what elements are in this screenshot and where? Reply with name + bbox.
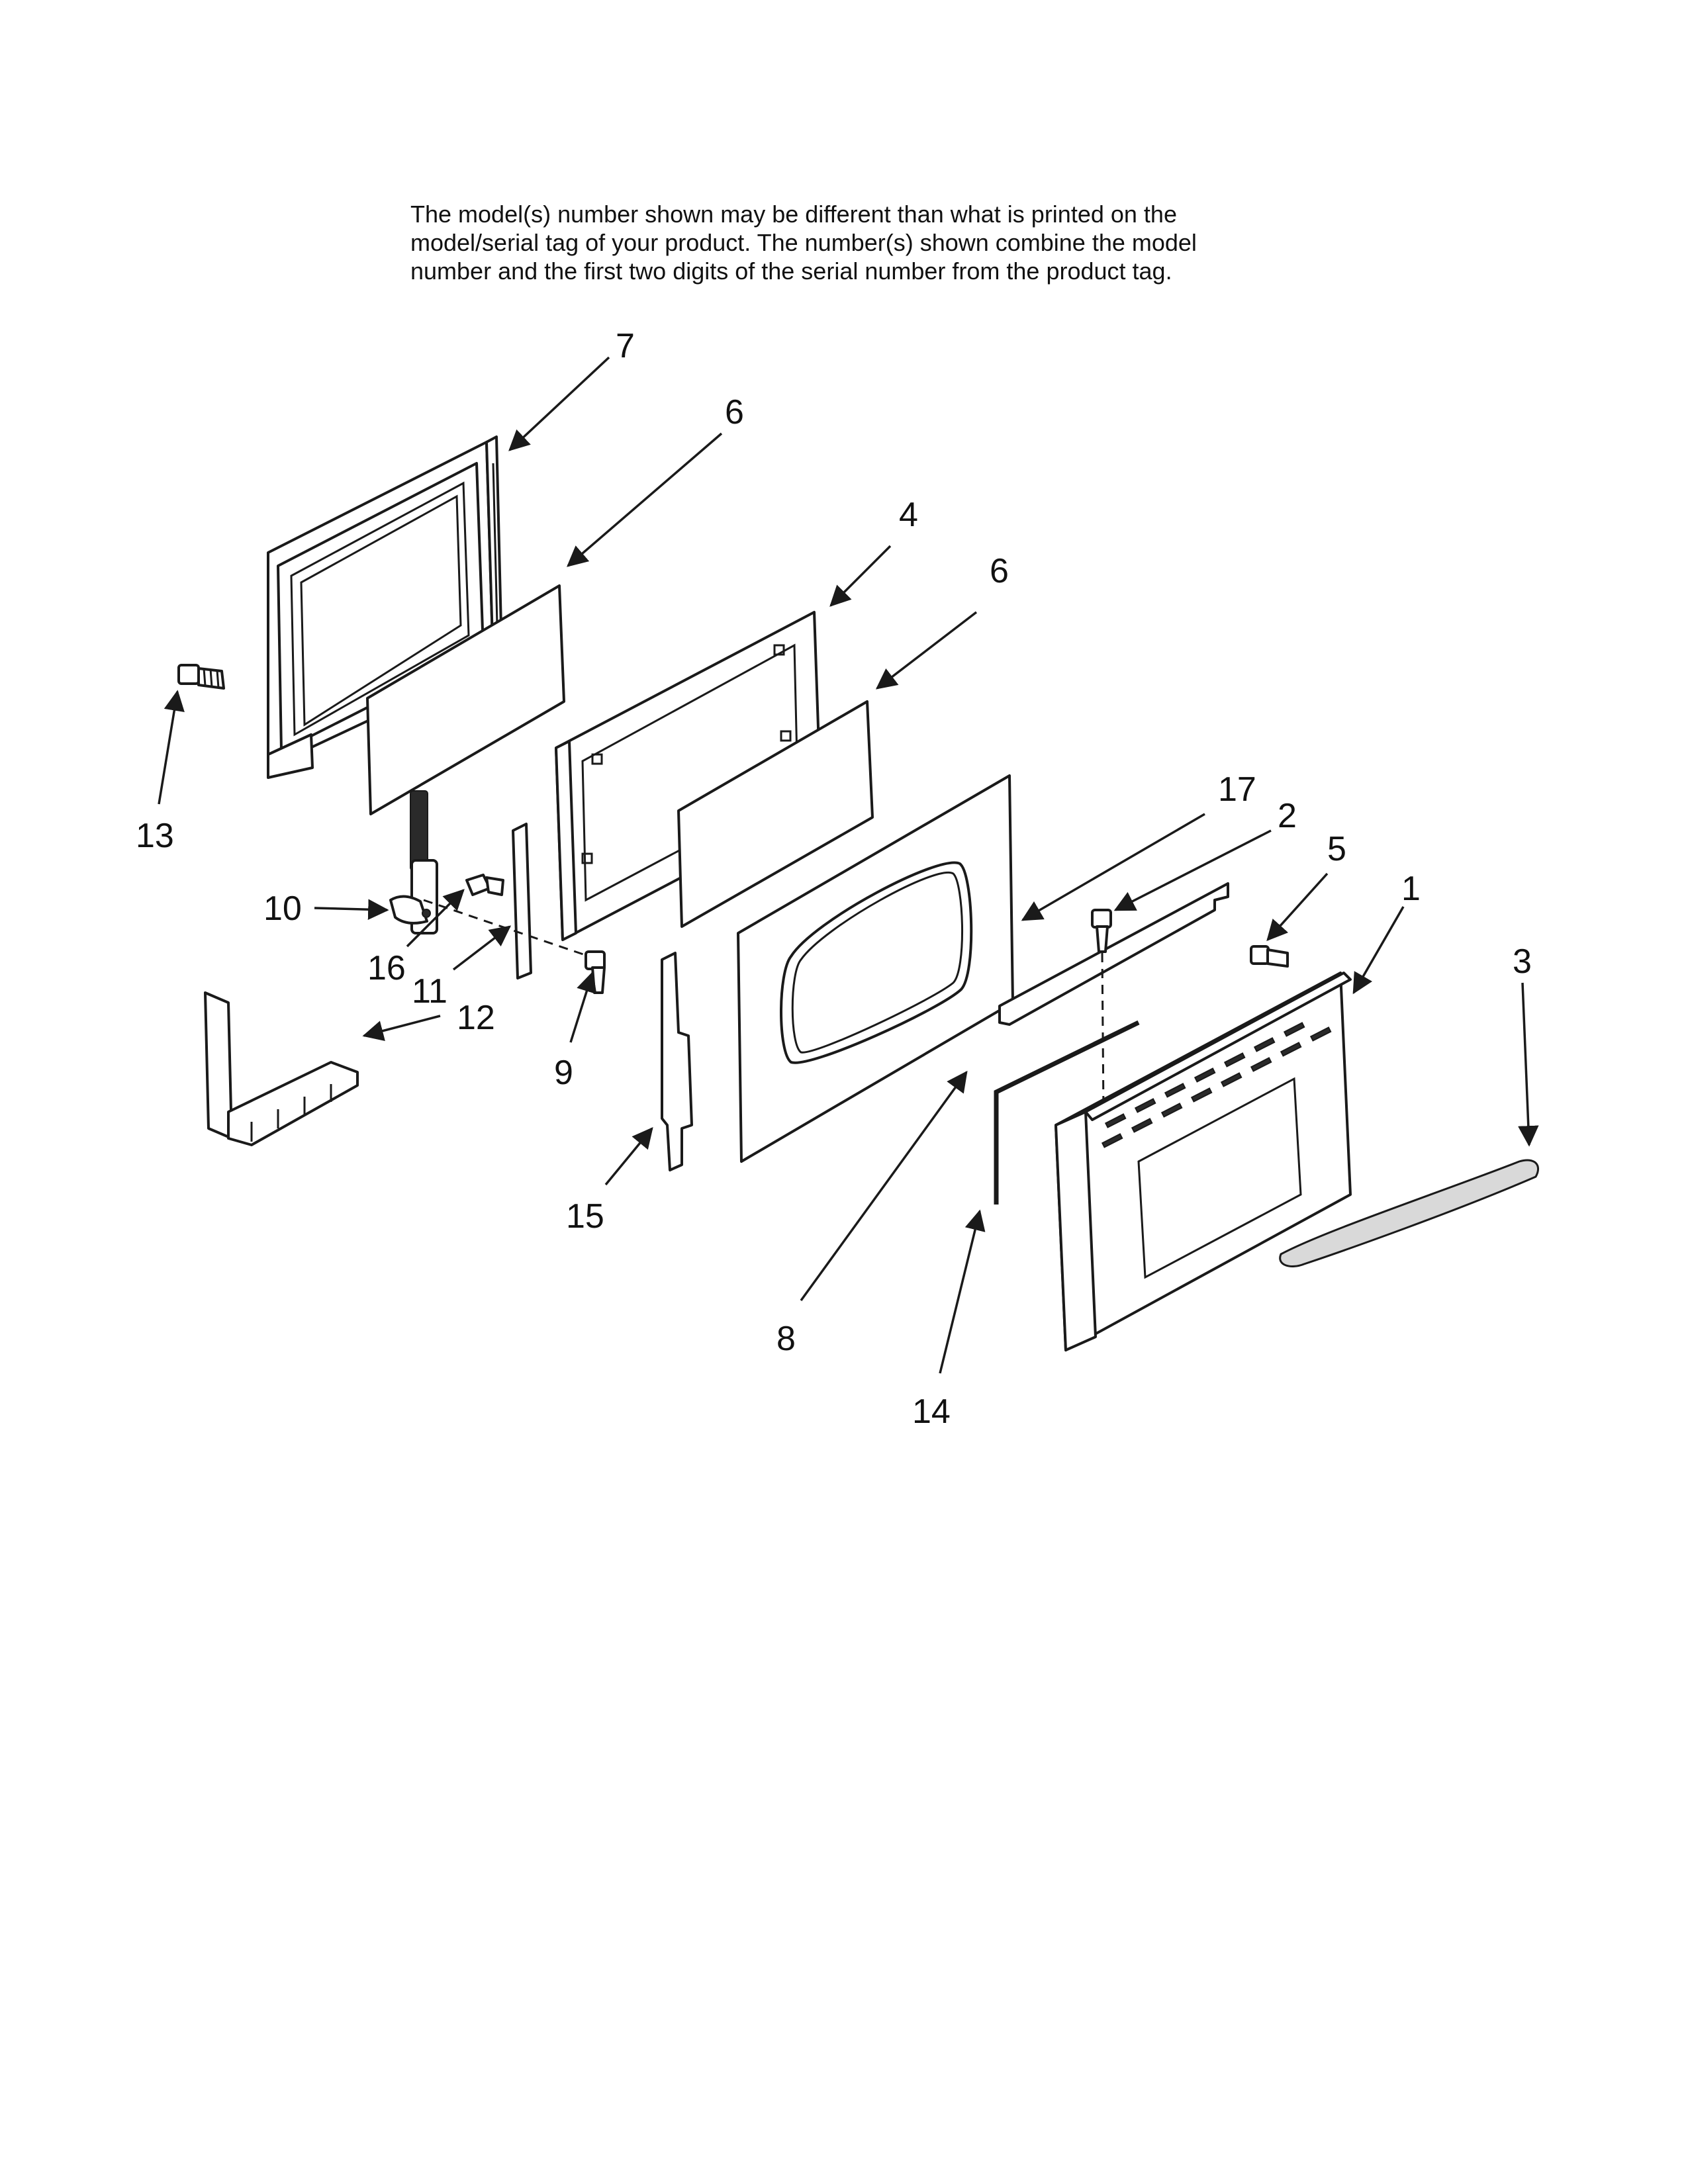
screw-13-part [177,664,225,690]
gasket-14-part [994,1020,1140,1205]
callout-14: 14 [912,1392,951,1431]
outer-door-glass-part [737,774,1014,1163]
callout-16: 16 [367,949,406,987]
callout-10: 10 [263,889,302,928]
callout-11: 11 [412,972,447,1011]
inner-glass-upper-part [366,584,565,815]
side-bracket-15-part [661,952,693,1171]
callout-5: 5 [1327,830,1346,868]
callout-9: 9 [554,1054,573,1092]
leader-lines [158,356,1539,1374]
model-number-disclaimer: The model(s) number shown may be differe… [410,201,1197,285]
callout-2: 2 [1278,797,1297,835]
callout-15: 15 [566,1197,604,1236]
door-handle-part [1279,1159,1540,1267]
door-trim-12-part [204,991,359,1146]
callout-7: 7 [616,327,635,365]
callout-13: 13 [136,817,174,855]
side-trim-11-part [512,823,532,979]
callout-6-lower: 6 [990,552,1009,590]
callout-17: 17 [1218,770,1256,809]
vent-slots [1101,1022,1332,1148]
callout-3: 3 [1513,942,1532,981]
callout-12: 12 [457,999,495,1037]
callout-8: 8 [776,1320,796,1358]
callout-labels: 7 6 4 6 13 10 16 11 12 9 15 17 2 5 1 3 8… [136,327,1532,1431]
screw-5-part [1250,945,1289,968]
callout-4: 4 [899,496,918,534]
glass-pack-frame-part [555,611,822,941]
callout-1: 1 [1401,870,1421,908]
middle-glass-lower-part [677,700,874,928]
screw-2-part [1091,909,1112,953]
callout-6-upper: 6 [725,393,744,432]
hinge-screw-16-part [465,874,504,896]
hinge-part [389,790,438,934]
outer-door-panel-part [1055,972,1352,1351]
top-trim-17-part [998,882,1229,1026]
